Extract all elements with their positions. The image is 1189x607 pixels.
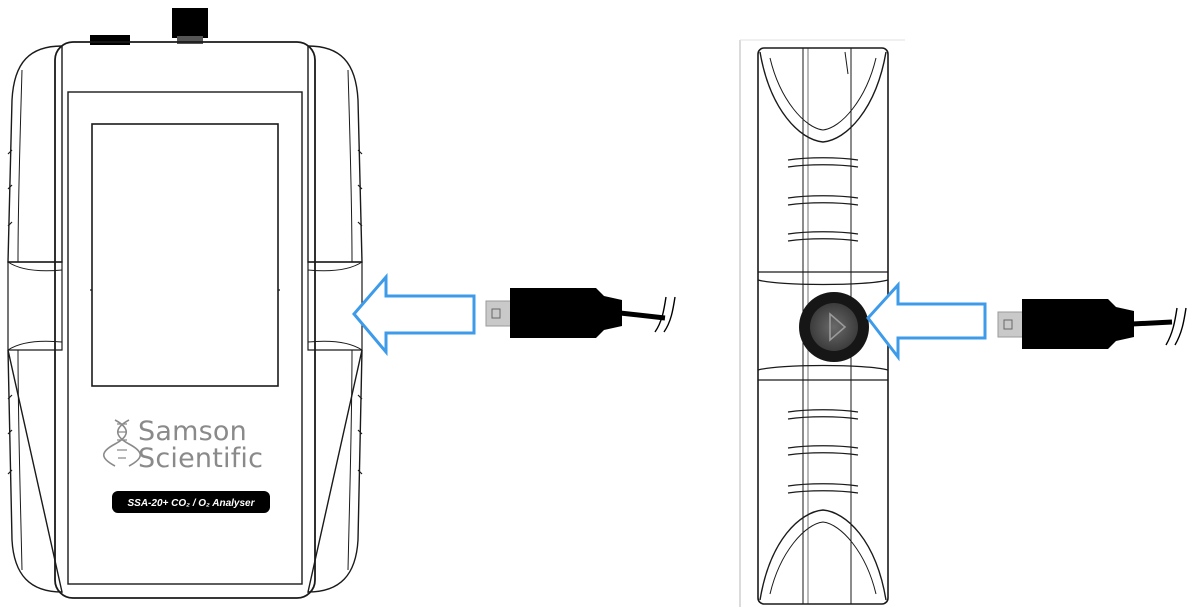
left-bumper-top: [7, 45, 63, 263]
usb-plug-tip-2: [997, 311, 1025, 338]
right-bumper-bottom: [307, 349, 363, 593]
right-bumper-top: [307, 45, 363, 263]
display-screen: [91, 123, 279, 387]
side-top-cap: [759, 51, 887, 143]
usb-port: [799, 292, 869, 362]
brand-line-1: Samson: [138, 416, 247, 447]
left-bumper-bottom: [7, 349, 63, 593]
insert-arrow-front: [352, 272, 476, 357]
insert-arrow-side: [866, 281, 987, 362]
usb-plug-body: [510, 288, 622, 338]
side-bottom-cap: [759, 509, 887, 601]
side-device: [739, 39, 905, 607]
front-device: [7, 8, 363, 599]
top-button: [90, 35, 130, 45]
model-badge: SSA-20+ CO₂ / O₂ Analyser: [112, 491, 270, 513]
dna-helix-icon: [102, 419, 142, 467]
usb-cable-side: [997, 299, 1187, 349]
front-panel: [67, 91, 303, 585]
top-connector: [172, 8, 208, 38]
usb-plug-body-2: [1022, 299, 1134, 349]
model-badge-text: SSA-20+ CO₂ / O₂ Analyser: [127, 498, 255, 509]
usb-plug-tip: [485, 300, 513, 327]
brand-line-2: Scientific: [138, 443, 263, 474]
usb-cable-front: [485, 288, 676, 338]
play-triangle-icon: [829, 312, 847, 342]
device-body: [54, 41, 316, 599]
